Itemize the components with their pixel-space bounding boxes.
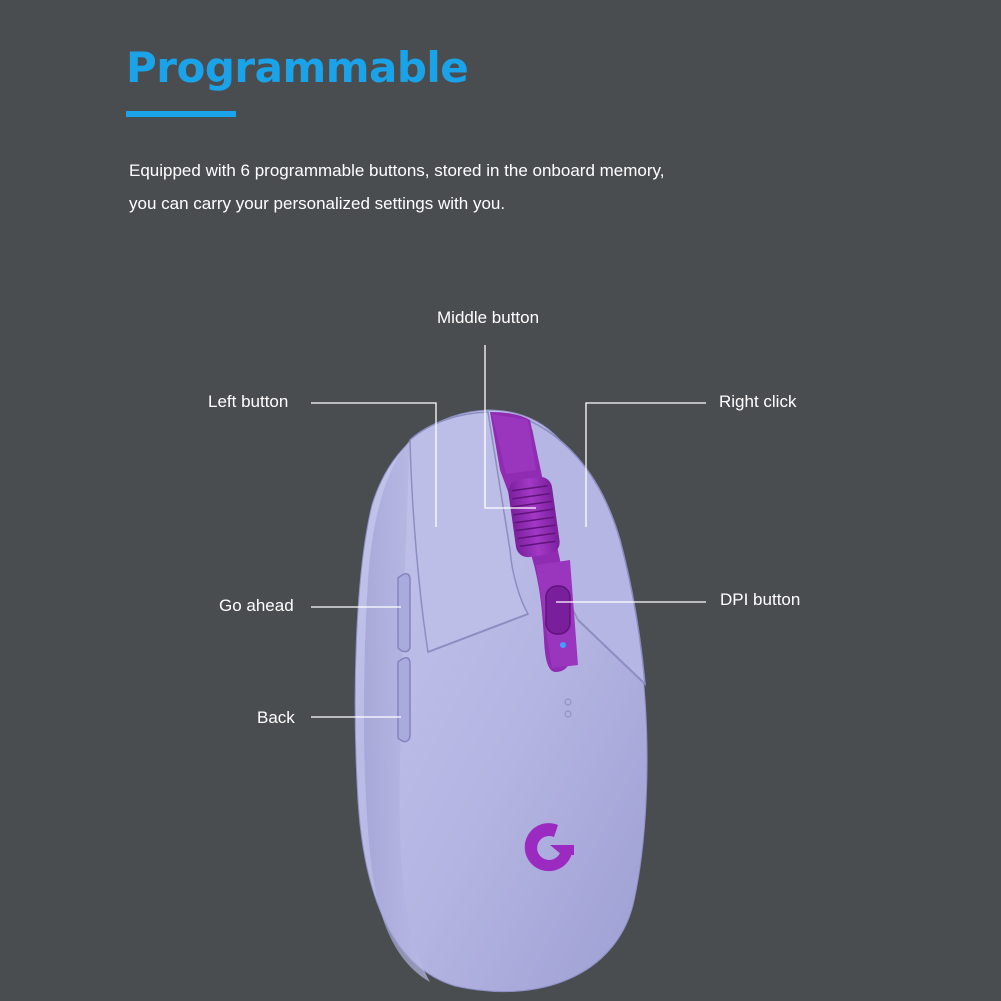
feature-description: Equipped with 6 programmable buttons, st… bbox=[129, 154, 769, 220]
mouse-left-side bbox=[363, 440, 430, 982]
description-line-1: Equipped with 6 programmable buttons, st… bbox=[129, 161, 665, 180]
description-line-2: you can carry your personalized settings… bbox=[129, 194, 506, 213]
scroll-wheel bbox=[508, 476, 560, 558]
title-underline bbox=[126, 111, 236, 117]
callout-right-click: Right click bbox=[719, 392, 797, 411]
back-side-button bbox=[397, 657, 411, 743]
forward-side-button bbox=[397, 573, 411, 653]
middle-button-leader-line bbox=[484, 345, 536, 509]
callout-middle-button: Middle button bbox=[437, 308, 540, 327]
logitech-g-logo-icon bbox=[524, 823, 574, 872]
right-click-leader-line bbox=[585, 402, 706, 527]
callout-back: Back bbox=[257, 708, 295, 727]
left-button-leader-line bbox=[311, 402, 437, 527]
left-button-panel bbox=[409, 411, 530, 654]
callout-go-ahead: Go ahead bbox=[219, 596, 294, 615]
callout-dpi-button: DPI button bbox=[720, 590, 801, 609]
page-title: Programmable bbox=[126, 43, 469, 92]
callout-left-button: Left button bbox=[208, 392, 289, 411]
dpi-button bbox=[536, 560, 578, 668]
